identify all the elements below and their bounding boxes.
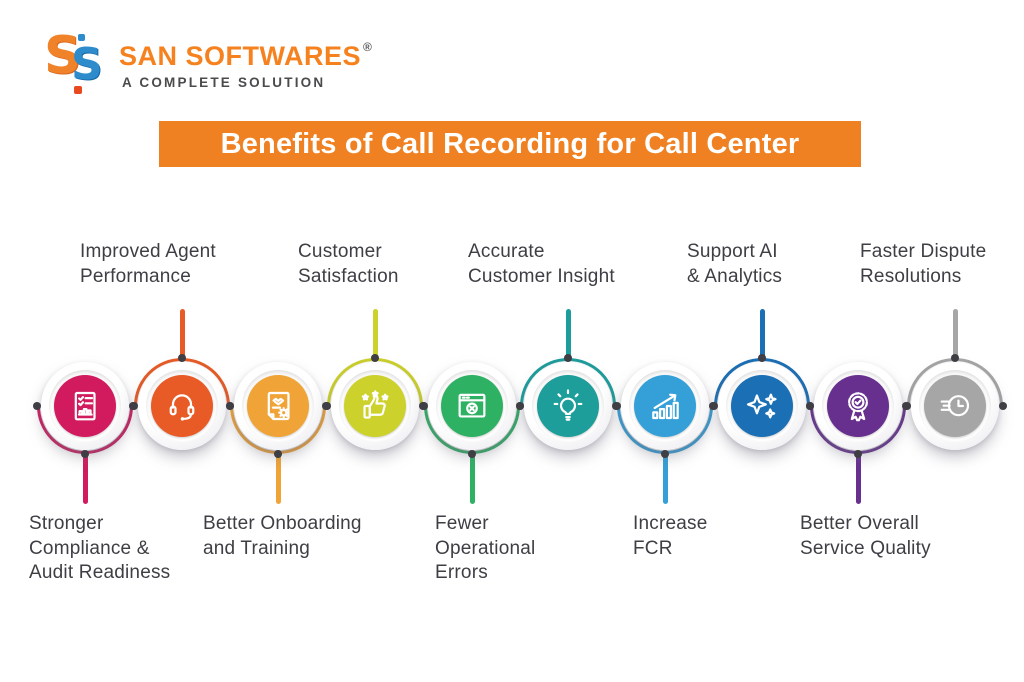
benefit-label: Support AI & Analytics	[687, 241, 783, 287]
benefit-circle-core	[731, 375, 793, 437]
company-name: SAN SOFTWARES®	[119, 41, 372, 70]
chain-dot	[999, 402, 1007, 410]
benefit-circle-core	[54, 375, 116, 437]
connector-dot	[274, 450, 282, 458]
connector-dot	[854, 450, 862, 458]
chain-dot	[420, 402, 428, 410]
chain-dot	[226, 402, 234, 410]
benefit-label: Better Onboarding and Training	[203, 513, 362, 559]
benefit-circle-core	[634, 375, 696, 437]
browser-error-icon	[458, 393, 486, 418]
connector-line	[275, 452, 281, 504]
benefit-circle-core	[441, 375, 503, 437]
agent-headset-icon	[169, 394, 195, 421]
benefit-circle	[621, 362, 709, 450]
chain-dot	[323, 402, 331, 410]
monogram-square-blue	[78, 34, 85, 41]
connector-line	[469, 452, 475, 504]
benefit-circle-core	[827, 375, 889, 437]
connector-line	[179, 309, 185, 360]
benefit-circle	[331, 362, 419, 450]
connector-dot	[758, 354, 766, 362]
connector-line	[372, 309, 378, 360]
benefit-circle	[428, 362, 516, 450]
connector-line	[759, 309, 765, 360]
benefit-circle	[524, 362, 612, 450]
chain-dot	[130, 402, 138, 410]
ai-sparkles-icon	[746, 393, 777, 419]
monogram-square-orange	[74, 86, 82, 94]
benefit-circle-core	[344, 375, 406, 437]
benefit-label: Accurate Customer Insight	[468, 241, 615, 287]
title-banner: Benefits of Call Recording for Call Cent…	[159, 121, 861, 167]
company-logo: S S SAN SOFTWARES® A COMPLETE SOLUTION	[44, 30, 372, 98]
page-title: Benefits of Call Recording for Call Cent…	[220, 127, 800, 160]
registered-mark: ®	[363, 40, 373, 54]
fast-clock-icon	[940, 395, 970, 417]
benefit-circle	[41, 362, 129, 450]
award-ribbon-icon	[848, 392, 868, 422]
thumbs-up-stars-icon	[361, 390, 389, 419]
benefit-label: Customer Satisfaction	[298, 241, 399, 287]
company-tagline: A COMPLETE SOLUTION	[122, 75, 326, 90]
benefit-circle	[138, 362, 226, 450]
compliance-report-icon	[74, 391, 96, 421]
benefit-circle	[234, 362, 322, 450]
chain-dot	[33, 402, 41, 410]
chain-dot	[613, 402, 621, 410]
benefit-circle	[814, 362, 902, 450]
benefit-circle-core	[151, 375, 213, 437]
connector-dot	[951, 354, 959, 362]
monogram-letter: S	[71, 39, 103, 90]
connector-dot	[564, 354, 572, 362]
connector-line	[662, 452, 668, 504]
benefit-circle	[911, 362, 999, 450]
logo-text: SAN SOFTWARES® A COMPLETE SOLUTION	[119, 30, 372, 90]
connector-dot	[178, 354, 186, 362]
chain-dot	[806, 402, 814, 410]
company-name-text: SAN SOFTWARES	[119, 41, 362, 71]
growth-chart-icon	[652, 393, 679, 420]
benefit-circle	[718, 362, 806, 450]
connector-line	[82, 452, 88, 504]
benefit-label: Stronger Compliance & Audit Readiness	[29, 513, 171, 583]
chain-dot	[516, 402, 524, 410]
benefit-label: Improved Agent Performance	[80, 241, 216, 287]
chain-dot	[710, 402, 718, 410]
connector-dot	[468, 450, 476, 458]
benefit-circle-core	[247, 375, 309, 437]
lightbulb-insight-icon	[553, 389, 583, 421]
connector-dot	[661, 450, 669, 458]
chain-dot	[903, 402, 911, 410]
monogram-letter: S	[44, 26, 82, 86]
benefit-label: Increase FCR	[633, 513, 708, 559]
connector-line	[952, 309, 958, 360]
connector-line	[855, 452, 861, 504]
benefit-label: Faster Dispute Resolutions	[860, 241, 987, 287]
benefit-circle-core	[924, 375, 986, 437]
connector-dot	[81, 450, 89, 458]
benefit-label: Fewer Operational Errors	[435, 513, 536, 583]
onboarding-document-icon	[267, 391, 290, 421]
logo-monogram-icon: S S	[44, 30, 110, 98]
connector-dot	[371, 354, 379, 362]
benefit-label: Better Overall Service Quality	[800, 513, 931, 559]
connector-line	[565, 309, 571, 360]
benefit-circle-core	[537, 375, 599, 437]
